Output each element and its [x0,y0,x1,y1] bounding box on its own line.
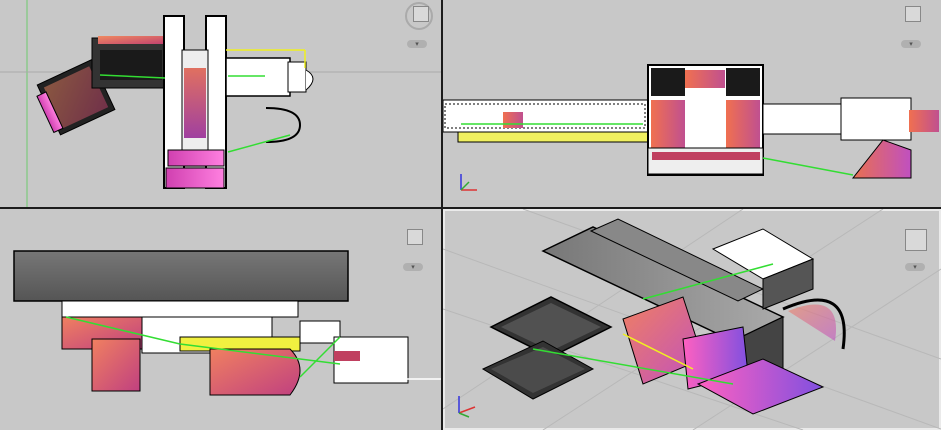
side-elevation-drawing [13,250,441,396]
viewport-menu-dropdown[interactable]: ▾ [905,263,925,271]
viewcube-icon[interactable] [905,229,927,251]
viewport-menu-dropdown[interactable]: ▾ [407,40,427,48]
viewcube-compass[interactable] [405,2,433,30]
isometric-drawing [443,209,941,430]
viewcube-icon[interactable] [407,229,423,245]
viewport-top[interactable]: ▾ [0,0,441,207]
front-elevation-drawing [443,64,939,179]
ucs-axis-icon [458,396,476,418]
plan-drawing [0,0,441,207]
viewport-menu-dropdown[interactable]: ▾ [901,40,921,48]
viewport-iso[interactable]: ▾ [443,209,941,430]
viewcube-icon[interactable] [905,6,921,22]
ucs-axis-icon [460,174,477,191]
viewport-front[interactable]: ▾ [443,0,941,207]
viewcube-icon[interactable] [413,6,429,22]
viewport-left[interactable]: ▾ [0,209,441,430]
viewport-menu-dropdown[interactable]: ▾ [403,263,423,271]
